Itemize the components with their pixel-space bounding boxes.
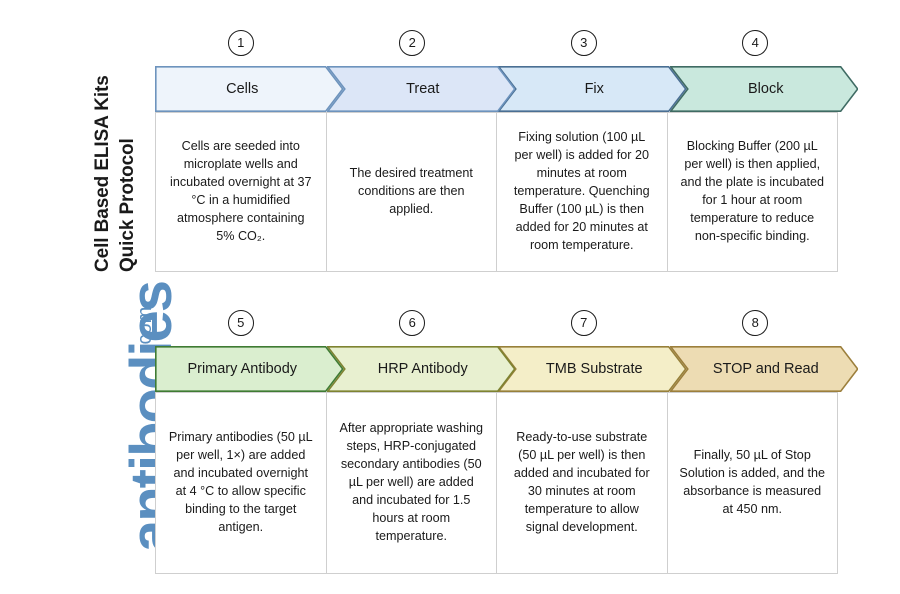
step-description-box-8: Finally, 50 µL of Stop Solution is added… xyxy=(666,392,838,574)
step-number-3: 3 xyxy=(570,30,597,56)
step-description-text: Finally, 50 µL of Stop Solution is added… xyxy=(679,448,826,516)
chevron-shape xyxy=(155,346,344,392)
step-description-box-2: The desired treatment conditions are the… xyxy=(325,112,497,272)
page-title: Cell Based ELISA Kits Quick Protocol xyxy=(0,0,150,300)
step-number-4: 4 xyxy=(742,30,769,56)
protocol-row-2: 5 6 7 8 Primary Antibody HRP Antibody TMB S… xyxy=(155,310,841,574)
step-chevron-6[interactable]: HRP Antibody xyxy=(327,346,516,392)
step-description-strip: Primary antibodies (50 µL per well, 1×) … xyxy=(155,392,841,574)
chevron-shape xyxy=(327,66,516,112)
step-chevron-strip: Primary Antibody HRP Antibody TMB Substr… xyxy=(155,346,841,392)
step-number-7: 7 xyxy=(570,310,597,336)
step-description-box-5: Primary antibodies (50 µL per well, 1×) … xyxy=(155,392,327,574)
page-title-line-1: Cell Based ELISA Kits xyxy=(92,75,113,272)
page-title-line-2: Quick Protocol xyxy=(117,138,138,272)
antibodies-logo-watermark: antibodies .com xyxy=(0,282,184,590)
step-description-strip: Cells are seeded into microplate wells a… xyxy=(155,112,841,272)
step-label-7: TMB Substrate xyxy=(545,361,643,377)
step-number-strip: 1 2 3 4 xyxy=(155,30,841,66)
chevron-shape xyxy=(670,66,859,112)
step-description-text: Primary antibodies (50 µL per well, 1×) … xyxy=(168,430,313,534)
step-label-4: Block xyxy=(748,81,784,97)
step-label-2: Treat xyxy=(406,81,440,97)
step-description-box-3: Fixing solution (100 µL per well) is add… xyxy=(496,112,668,272)
chevron-shape xyxy=(327,346,516,392)
chevron-shape xyxy=(155,66,344,112)
step-number-strip: 5 6 7 8 xyxy=(155,310,841,346)
step-chevron-3[interactable]: Fix xyxy=(498,66,687,112)
step-number-2: 2 xyxy=(399,30,426,56)
step-label-1: Cells xyxy=(226,81,259,97)
step-description-text: Fixing solution (100 µL per well) is add… xyxy=(513,130,650,252)
step-chevron-8[interactable]: STOP and Read xyxy=(670,346,859,392)
protocol-row-1: 1 2 3 4 Cells Treat Fix Block Cells are see… xyxy=(155,30,841,272)
step-chevron-4[interactable]: Block xyxy=(670,66,859,112)
step-description-text: Blocking Buffer (200 µL per well) is the… xyxy=(680,139,825,243)
step-number-1: 1 xyxy=(227,30,254,56)
step-chevron-1[interactable]: Cells xyxy=(155,66,344,112)
chevron-shape xyxy=(498,66,687,112)
step-description-box-1: Cells are seeded into microplate wells a… xyxy=(155,112,327,272)
step-description-text: After appropriate washing steps, HRP-con… xyxy=(339,421,483,543)
step-description-box-6: After appropriate washing steps, HRP-con… xyxy=(325,392,497,574)
chevron-shape xyxy=(670,346,859,392)
step-number-6: 6 xyxy=(399,310,426,336)
logo-dotcom-suffix: .com xyxy=(134,306,156,350)
step-description-text: The desired treatment conditions are the… xyxy=(349,166,473,216)
step-number-5: 5 xyxy=(227,310,254,336)
step-label-3: Fix xyxy=(584,81,604,97)
step-label-8: STOP and Read xyxy=(712,361,819,377)
step-description-box-4: Blocking Buffer (200 µL per well) is the… xyxy=(666,112,838,272)
step-number-8: 8 xyxy=(742,310,769,336)
step-label-6: HRP Antibody xyxy=(377,361,468,377)
step-chevron-7[interactable]: TMB Substrate xyxy=(498,346,687,392)
step-description-text: Ready-to-use substrate (50 µL per well) … xyxy=(513,430,650,534)
chevron-shape xyxy=(498,346,687,392)
step-chevron-2[interactable]: Treat xyxy=(327,66,516,112)
step-description-box-7: Ready-to-use substrate (50 µL per well) … xyxy=(496,392,668,574)
step-label-5: Primary Antibody xyxy=(187,361,298,377)
step-chevron-strip: Cells Treat Fix Block xyxy=(155,66,841,112)
step-description-text: Cells are seeded into microplate wells a… xyxy=(170,139,312,243)
step-chevron-5[interactable]: Primary Antibody xyxy=(155,346,344,392)
